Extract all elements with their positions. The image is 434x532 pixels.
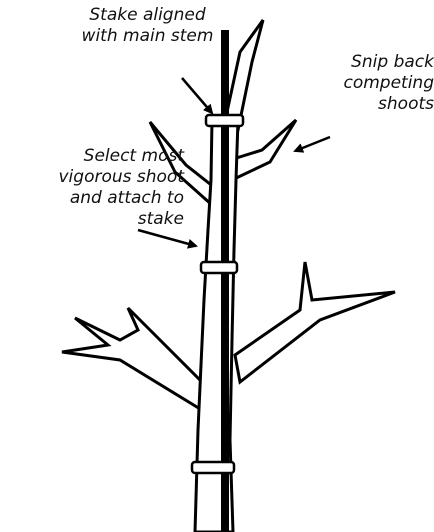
tie-lower <box>192 462 234 473</box>
lower-left-branch <box>62 308 212 415</box>
stake <box>221 30 229 532</box>
annotation-select: Select most vigorous shoot and attach to… <box>6 146 184 230</box>
tie-upper <box>206 115 243 126</box>
tie-middle <box>201 262 237 273</box>
annotation-snip: Snip back competing shoots <box>318 52 434 115</box>
annotation-stake: Stake aligned with main stem <box>60 5 235 47</box>
arrow-select <box>138 230 196 246</box>
arrow-snip <box>295 137 330 151</box>
lower-right-branch <box>235 262 395 382</box>
competing-shoot-right <box>230 120 296 180</box>
arrow-stake <box>182 78 212 113</box>
